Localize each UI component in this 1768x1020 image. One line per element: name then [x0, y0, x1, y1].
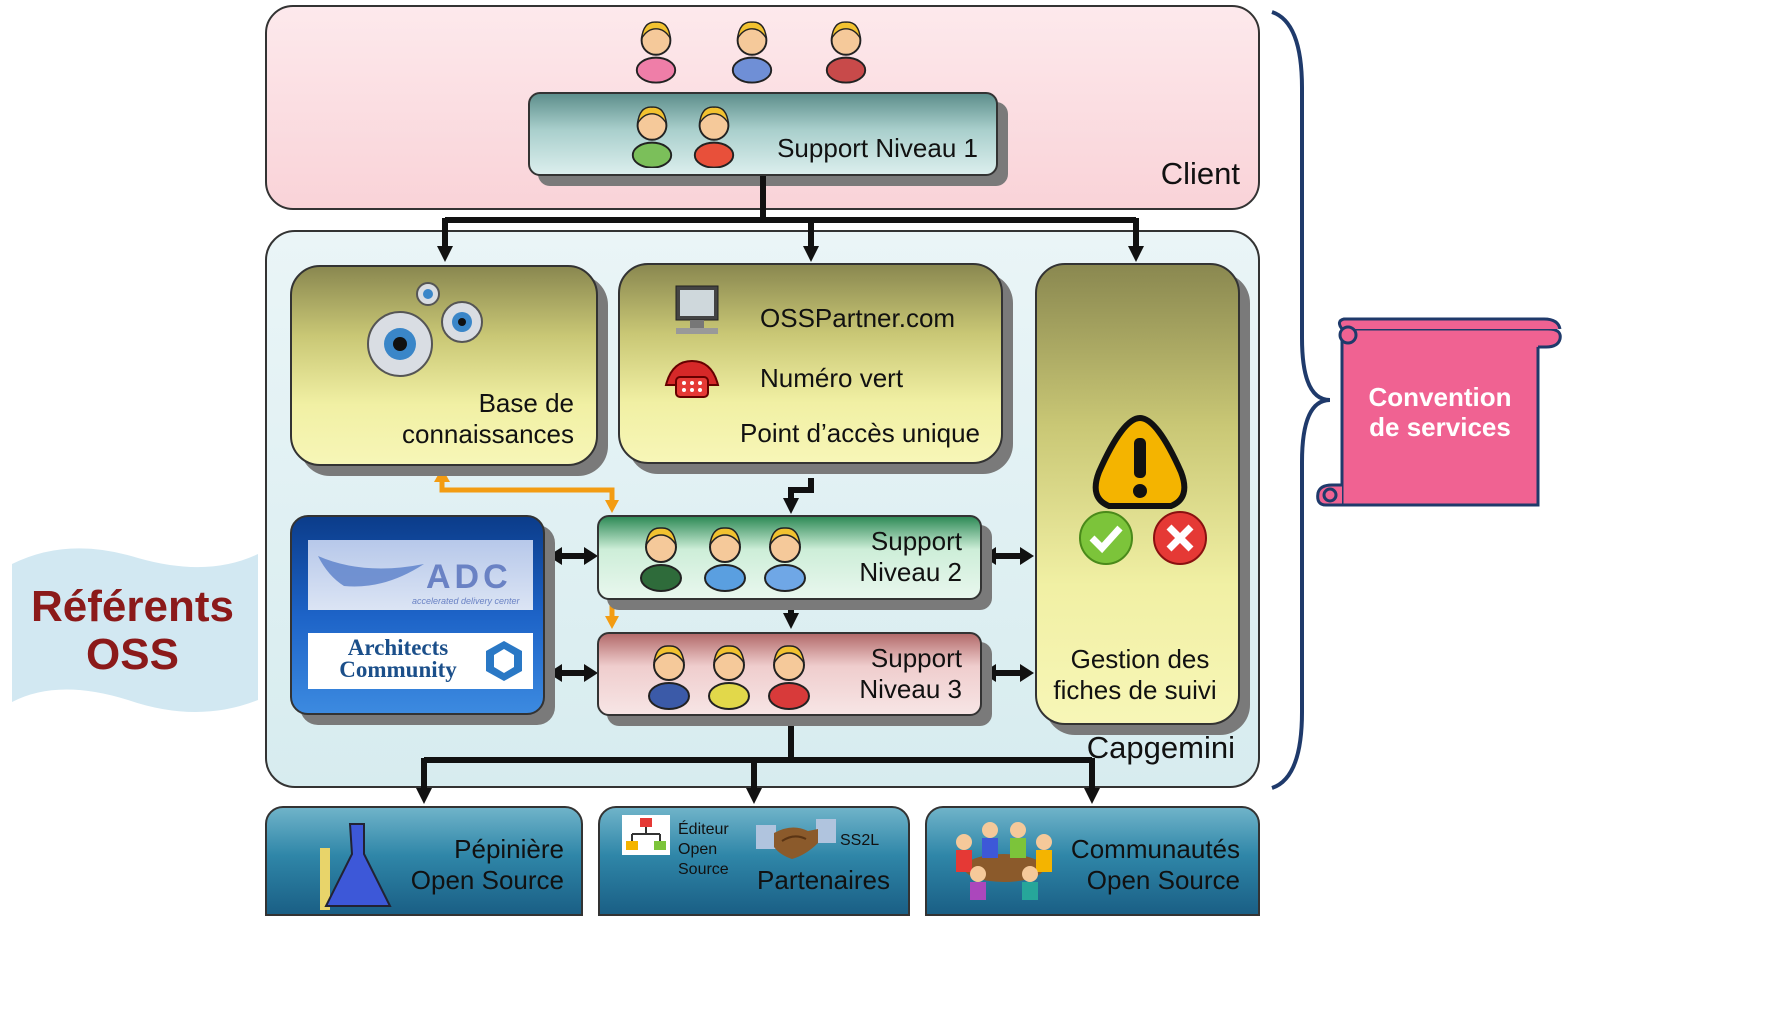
- publisher-line1: Éditeur: [678, 821, 729, 838]
- eyeball-icon: [367, 282, 483, 377]
- toll-free-number-label: Numéro vert: [760, 363, 904, 393]
- handshake-icon: [756, 819, 836, 859]
- cross-icon: [1153, 511, 1207, 565]
- expert-icon: [644, 638, 694, 710]
- publisher-line2: Open: [678, 841, 718, 858]
- support-level-1-box: [528, 92, 998, 176]
- architects-community-icon: [486, 641, 522, 681]
- client-label: Client: [1160, 156, 1240, 191]
- support-agent-icon: [700, 520, 750, 592]
- referents-banner-shape: [12, 548, 258, 712]
- community-label: Community: [339, 657, 457, 682]
- referents-title-line1: Référents: [31, 582, 234, 631]
- support-level-2-label-2: Niveau 2: [859, 557, 962, 587]
- incubator-label-2: Open Source: [410, 865, 564, 895]
- osspartner-site-label: OSSPartner.com: [760, 303, 956, 333]
- partners-label: Partenaires: [757, 865, 890, 895]
- architects-community-logo: Architects Community: [308, 633, 533, 689]
- incubator-label-1: Pépinière: [454, 834, 564, 864]
- expert-icon: [764, 638, 814, 710]
- support-level-1-label: Support Niveau 1: [777, 133, 978, 163]
- referents-oss-title: Référents OSS: [10, 583, 255, 679]
- publisher-line3: Source: [678, 861, 729, 878]
- adc-wing-icon: [318, 556, 424, 587]
- knowledge-base-box: [290, 265, 598, 466]
- check-icon: [1079, 511, 1133, 565]
- support-agent-icon: [760, 520, 810, 592]
- flask-icon: [320, 823, 392, 910]
- telephone-icon: [664, 359, 720, 398]
- convention-scroll-shape: [1316, 317, 1562, 507]
- support-level-3-label-2: Niveau 3: [859, 674, 962, 704]
- adc-tagline: accelerated delivery center: [412, 596, 520, 606]
- support-level-3-label-1: Support: [870, 643, 962, 673]
- expert-icon: [704, 638, 754, 710]
- communities-label-1: Communautés: [1070, 834, 1240, 864]
- referents-title-line2: OSS: [86, 630, 179, 679]
- support-agent-icon: [636, 520, 686, 592]
- support-level-2-label-1: Support: [870, 526, 962, 556]
- knowledge-base-label-2: connaissances: [402, 419, 574, 449]
- warning-icon: [1092, 414, 1188, 509]
- knowledge-base-label-1: Base de: [478, 388, 574, 418]
- scope-brace: [1271, 10, 1331, 790]
- ss2l-label: SS2L: [840, 832, 880, 849]
- monitor-icon: [675, 285, 719, 334]
- incubator-box: [265, 806, 583, 916]
- ticket-tracking-label-1: Gestion des: [1070, 644, 1210, 674]
- architects-label: Architects: [347, 635, 449, 660]
- convention-line1: Convention: [1368, 382, 1512, 412]
- single-access-point-label: Point d’accès unique: [740, 418, 980, 448]
- publisher-label: Éditeur Open Source: [678, 820, 729, 880]
- capgemini-label: Capgemini: [1086, 730, 1235, 765]
- community-group-icon: [956, 822, 1052, 900]
- adc-logo: ADC accelerated delivery center: [308, 540, 533, 610]
- convention-label: Convention de services: [1342, 382, 1538, 442]
- adc-logo-text: ADC: [426, 558, 512, 596]
- ticket-tracking-label-2: fiches de suivi: [1053, 675, 1217, 705]
- communities-label-2: Open Source: [1086, 865, 1240, 895]
- org-chart-icon: [622, 815, 670, 855]
- convention-line2: de services: [1369, 412, 1511, 442]
